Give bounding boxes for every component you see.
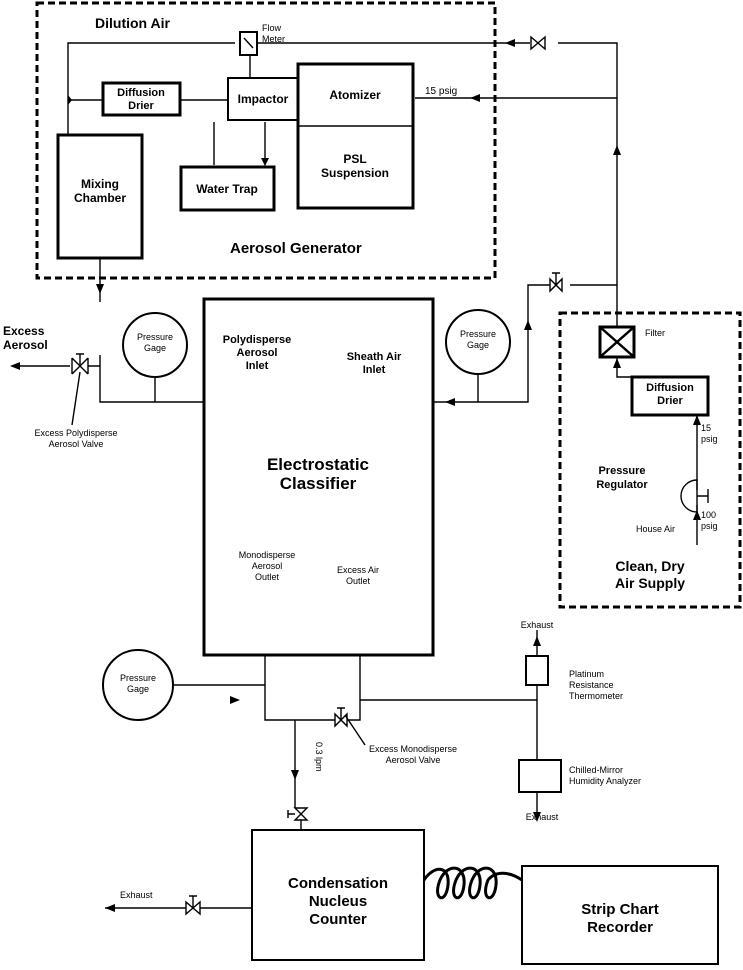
svg-text:Excess Air: Excess Air	[337, 565, 379, 575]
supply-drier-box	[630, 375, 710, 417]
svg-text:Outlet: Outlet	[255, 572, 280, 582]
svg-text:Resistance: Resistance	[569, 680, 614, 690]
clean-air-supply-group	[558, 311, 742, 609]
svg-text:House Air: House Air	[636, 524, 675, 534]
regulator-icon	[680, 479, 698, 513]
impactor-box	[227, 77, 299, 121]
svg-text:Pressure: Pressure	[460, 329, 496, 339]
svg-text:Flow: Flow	[262, 23, 282, 33]
svg-text:Atomizer: Atomizer	[329, 88, 381, 102]
svg-text:Recorder: Recorder	[587, 919, 653, 936]
svg-text:Pressure: Pressure	[137, 332, 173, 342]
svg-text:Excess Polydisperse: Excess Polydisperse	[34, 428, 117, 438]
svg-text:Platinum: Platinum	[569, 669, 604, 679]
electrostatic-classifier-box	[202, 297, 435, 657]
pressure-gage-bottom	[102, 649, 174, 721]
svg-text:Pressure: Pressure	[120, 673, 156, 683]
svg-text:Filter: Filter	[645, 328, 665, 338]
svg-text:psig: psig	[701, 521, 718, 531]
atomizer-box	[296, 62, 415, 210]
svg-text:Exhaust: Exhaust	[521, 620, 554, 630]
pressure-gage-right	[445, 309, 511, 375]
svg-text:Gage: Gage	[144, 343, 166, 353]
svg-text:Polydisperse: Polydisperse	[223, 334, 291, 346]
humidity-analyzer-box	[518, 759, 562, 793]
svg-text:Gage: Gage	[467, 340, 489, 350]
svg-text:psig: psig	[701, 434, 718, 444]
svg-text:Humidity Analyzer: Humidity Analyzer	[569, 776, 641, 786]
svg-text:Regulator: Regulator	[596, 479, 648, 491]
svg-text:0.3 lpm: 0.3 lpm	[314, 742, 324, 772]
svg-text:15: 15	[701, 423, 711, 433]
mixing-chamber-box	[56, 133, 144, 260]
labels: Dilution Air Flow Meter Diffusion Drier …	[3, 15, 718, 936]
svg-text:Condensation: Condensation	[288, 875, 388, 892]
cable-coil	[422, 866, 523, 899]
svg-text:Electrostatic: Electrostatic	[267, 455, 369, 474]
svg-text:Sheath Air: Sheath Air	[347, 351, 402, 363]
aerosol-generator-label: Aerosol Generator	[230, 240, 362, 257]
svg-text:100: 100	[701, 510, 716, 520]
svg-text:Excess Monodisperse: Excess Monodisperse	[369, 744, 457, 754]
svg-text:Strip Chart: Strip Chart	[581, 901, 659, 918]
svg-text:Meter: Meter	[262, 34, 285, 44]
svg-text:Water Trap: Water Trap	[196, 182, 258, 196]
water-trap-box	[179, 165, 276, 212]
svg-text:Inlet: Inlet	[246, 360, 269, 372]
svg-text:Inlet: Inlet	[363, 364, 386, 376]
svg-text:Counter: Counter	[309, 911, 367, 928]
svg-text:Excess: Excess	[3, 324, 45, 338]
svg-text:Drier: Drier	[128, 100, 154, 112]
svg-text:Classifier: Classifier	[280, 474, 357, 493]
svg-text:Suspension: Suspension	[321, 166, 389, 180]
svg-text:Drier: Drier	[657, 395, 683, 407]
svg-text:Air Supply: Air Supply	[615, 575, 685, 591]
svg-text:Chilled-Mirror: Chilled-Mirror	[569, 765, 623, 775]
svg-text:Clean, Dry: Clean, Dry	[615, 558, 684, 574]
cnc-box	[251, 829, 425, 961]
svg-text:Pressure: Pressure	[598, 465, 645, 477]
svg-text:Aerosol Valve: Aerosol Valve	[49, 439, 104, 449]
svg-text:Exhaust: Exhaust	[526, 812, 559, 822]
svg-text:Monodisperse: Monodisperse	[239, 550, 296, 560]
diffusion-drier-box	[101, 81, 182, 117]
svg-text:Aerosol Valve: Aerosol Valve	[386, 755, 441, 765]
svg-text:PSL: PSL	[343, 152, 366, 166]
pressure-gage-left	[122, 312, 188, 378]
strip-chart-recorder-box	[521, 865, 719, 965]
svg-text:Aerosol: Aerosol	[3, 338, 48, 352]
svg-text:Nucleus: Nucleus	[309, 893, 367, 910]
svg-text:Impactor: Impactor	[238, 92, 289, 106]
svg-text:Mixing: Mixing	[81, 177, 119, 191]
svg-text:Gage: Gage	[127, 684, 149, 694]
svg-text:Exhaust: Exhaust	[120, 890, 153, 900]
svg-text:Diffusion: Diffusion	[646, 382, 694, 394]
svg-text:Chamber: Chamber	[74, 191, 126, 205]
aerosol-generator-group	[35, 1, 497, 280]
svg-text:Diffusion: Diffusion	[117, 87, 165, 99]
dilution-air-label: Dilution Air	[95, 15, 170, 31]
svg-text:Thermometer: Thermometer	[569, 691, 623, 701]
svg-text:Aerosol: Aerosol	[252, 561, 283, 571]
flow-lines	[20, 42, 698, 909]
svg-text:Outlet: Outlet	[346, 576, 371, 586]
thermometer-box	[525, 655, 549, 686]
svg-text:Aerosol: Aerosol	[237, 347, 278, 359]
svg-text:15 psig: 15 psig	[425, 86, 457, 97]
